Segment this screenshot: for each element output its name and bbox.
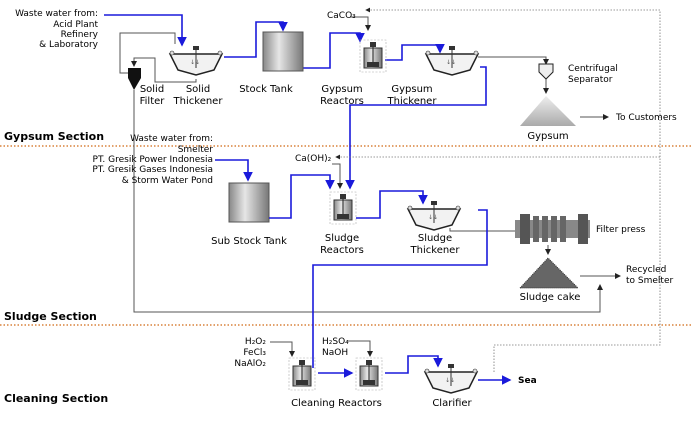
- sub-stock-tank-icon: [228, 182, 270, 223]
- clarifier-label: Clarifier: [432, 398, 472, 409]
- flow-line: [332, 163, 343, 189]
- svg-text:Refinery: Refinery: [61, 30, 99, 40]
- svg-text:Recycled: Recycled: [626, 265, 666, 275]
- sea-label: Sea: [518, 376, 537, 386]
- svg-text:PT. Gresik Gases Indonesia: PT. Gresik Gases Indonesia: [92, 165, 213, 175]
- svg-text:Filter: Filter: [140, 96, 166, 107]
- flow-line: [385, 355, 443, 374]
- svg-text:FeCl₃: FeCl₃: [243, 348, 266, 358]
- filter-press-label: Filter press: [596, 225, 646, 235]
- sludge-reactor-icon: [329, 191, 357, 225]
- reactors-label: Reactors: [338, 398, 382, 409]
- sludge-thickener-icon: [407, 200, 461, 231]
- svg-text:& Storm Water Pond: & Storm Water Pond: [122, 176, 213, 186]
- gypsum-source-label: Waste water from: Acid Plant Refinery & …: [15, 9, 99, 50]
- svg-text:H₂SO₄: H₂SO₄: [322, 337, 349, 347]
- gypsum-label: Gypsum: [527, 131, 568, 142]
- flow-line: [356, 190, 428, 219]
- filter-press-icon: [515, 214, 590, 244]
- flow-line: [345, 66, 487, 190]
- stock-tank-label: Stock Tank: [239, 84, 293, 95]
- caoh2-label: Ca(OH)₂: [295, 154, 332, 164]
- caco3-label: CaCO₃: [327, 11, 356, 21]
- section-label-cleaning: Cleaning Section: [4, 392, 108, 405]
- flow-line: [312, 209, 488, 368]
- cleaning-reagents-label: H₂O₂ FeCl₃ NaAlO₂: [234, 337, 266, 369]
- flow-line: [449, 228, 515, 232]
- svg-text:Sludge: Sludge: [418, 233, 452, 244]
- section-label-gypsum: Gypsum Section: [4, 130, 104, 143]
- solid-thickener-icon: [169, 45, 223, 76]
- cleaning-reactor-icon: [288, 357, 316, 391]
- centrifugal-separator-icon: [538, 63, 554, 80]
- flow-line: [478, 56, 549, 65]
- sludge-cake-icon: [518, 257, 580, 289]
- flow-line: [270, 341, 295, 357]
- svg-text:Solid: Solid: [186, 84, 210, 95]
- flow-line: [348, 340, 373, 357]
- flow-line: [303, 32, 365, 69]
- svg-text:to Smelter: to Smelter: [626, 276, 673, 286]
- svg-text:Gypsum: Gypsum: [321, 84, 362, 95]
- section-label-sludge: Sludge Section: [4, 310, 97, 323]
- flow-line: [119, 32, 176, 74]
- solid-filter-icon: [128, 68, 141, 90]
- svg-text:& Laboratory: & Laboratory: [39, 40, 99, 50]
- cleaning-label: Cleaning: [291, 398, 335, 409]
- svg-text:NaAlO₂: NaAlO₂: [234, 359, 266, 369]
- stock-tank-icon: [262, 31, 304, 72]
- svg-text:Acid Plant: Acid Plant: [53, 20, 98, 30]
- flow-line: [215, 159, 253, 182]
- svg-text:Thickener: Thickener: [173, 96, 224, 107]
- flow-line: [350, 16, 371, 31]
- gypsum-thickener-icon: [425, 45, 479, 76]
- svg-text:Smelter: Smelter: [178, 145, 214, 155]
- sludge-cake-label: Sludge cake: [520, 292, 581, 303]
- svg-text:H₂O₂: H₂O₂: [245, 337, 266, 347]
- svg-text:Thickener: Thickener: [410, 245, 461, 256]
- flow-line: [224, 21, 288, 58]
- svg-text:Separator: Separator: [568, 75, 613, 85]
- recycle-line: [365, 7, 661, 372]
- sludge-source-label: Waste water from: Smelter PT. Gresik Pow…: [92, 134, 213, 186]
- flow-line: [131, 57, 197, 83]
- reactor-icon: [355, 357, 383, 391]
- svg-text:Solid: Solid: [140, 84, 164, 95]
- svg-text:Reactors: Reactors: [320, 96, 364, 107]
- svg-text:Reactors: Reactors: [320, 245, 364, 256]
- svg-text:Thickener: Thickener: [387, 96, 438, 107]
- gypsum-pile-icon: [520, 96, 576, 126]
- svg-text:NaOH: NaOH: [322, 348, 348, 358]
- svg-text:Sludge: Sludge: [325, 233, 359, 244]
- flow-line: [104, 14, 187, 47]
- sub-stock-tank-label: Sub Stock Tank: [211, 236, 287, 247]
- flow-line: [385, 44, 445, 61]
- to-customers-label: To Customers: [615, 113, 677, 123]
- svg-text:Waste water from:: Waste water from:: [130, 134, 213, 144]
- gypsum-reactor-icon: [359, 39, 387, 73]
- svg-text:PT. Gresik Power Indonesia: PT. Gresik Power Indonesia: [93, 155, 213, 165]
- clarifier-icon: [424, 363, 478, 394]
- flow-line: [133, 90, 603, 313]
- svg-text:Gypsum: Gypsum: [391, 84, 432, 95]
- flow-line: [269, 174, 335, 219]
- svg-text:Centrifugal: Centrifugal: [568, 64, 618, 74]
- svg-text:Waste water from:: Waste water from:: [15, 9, 98, 19]
